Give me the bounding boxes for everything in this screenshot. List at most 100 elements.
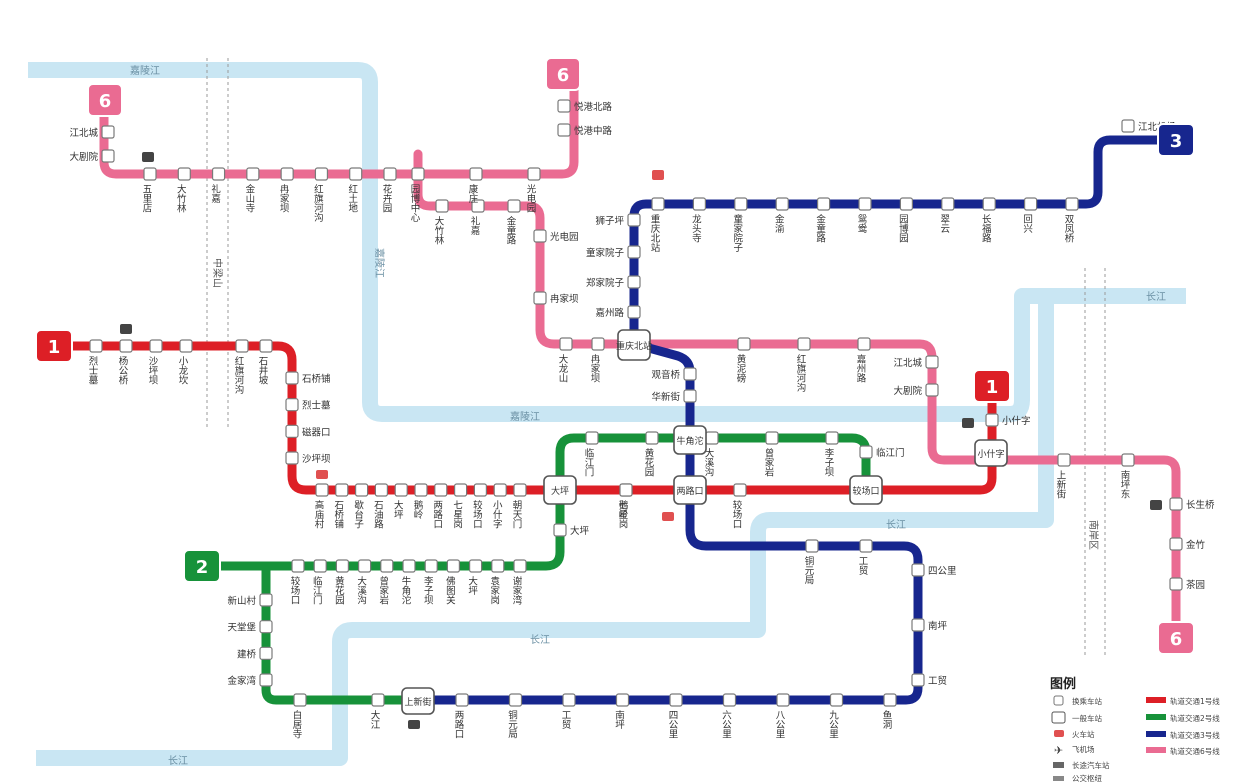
station-marker[interactable] [285,424,299,438]
station-marker[interactable] [355,483,369,497]
station-marker[interactable] [669,693,683,707]
station-marker[interactable] [414,483,428,497]
station-marker[interactable] [149,339,163,353]
station-marker[interactable] [692,197,707,211]
station-marker[interactable] [471,199,485,213]
station-marker[interactable] [358,559,372,573]
interchange-wangjiang[interactable]: 上新街 [401,687,435,715]
station-marker[interactable] [765,431,779,445]
station-marker[interactable] [1023,197,1038,211]
station-marker[interactable] [259,673,273,687]
station-marker[interactable] [446,559,460,573]
station-marker[interactable] [883,693,897,707]
station-marker[interactable] [557,123,571,137]
station-marker[interactable] [591,337,605,351]
interchange-niujiaotuo[interactable]: 牛角沱 [673,425,707,455]
station-marker[interactable] [508,693,523,707]
station-marker[interactable] [722,693,737,707]
station-marker[interactable] [899,197,914,211]
station-marker[interactable] [380,559,394,573]
station-marker[interactable] [645,431,659,445]
interchange-kuanhe[interactable]: 较场口 [849,475,883,505]
station-marker[interactable] [493,483,507,497]
station-marker[interactable] [507,199,521,213]
station-marker[interactable] [491,559,505,573]
station-marker[interactable] [527,167,541,181]
interchange-chongqing[interactable]: 重庆北站 [616,329,652,361]
station-marker[interactable] [280,167,294,181]
station-marker[interactable] [683,367,697,381]
station-marker[interactable] [627,213,641,227]
station-marker[interactable] [402,559,416,573]
station-marker[interactable] [859,445,873,459]
station-marker[interactable] [1057,453,1071,467]
station-marker[interactable] [335,483,349,497]
station-marker[interactable] [371,693,385,707]
station-marker[interactable] [533,229,547,243]
station-marker[interactable] [982,197,996,211]
station-marker[interactable] [293,693,307,707]
station-marker[interactable] [285,451,299,465]
station-marker[interactable] [259,620,273,634]
badge-line-6-west[interactable]: 6 [87,83,123,117]
station-marker[interactable] [177,167,191,181]
interchange-xiaoshizi[interactable]: 小什字 [974,439,1008,467]
station-marker[interactable] [627,305,641,319]
station-marker[interactable] [705,431,719,445]
station-marker[interactable] [797,337,811,351]
station-marker[interactable] [776,693,790,707]
station-marker[interactable] [1065,197,1079,211]
station-marker[interactable] [925,383,939,397]
station-marker[interactable] [315,483,329,497]
station-marker[interactable] [911,618,925,632]
station-marker[interactable] [1121,453,1135,467]
badge-line-2[interactable]: 2 [183,549,221,583]
station-marker[interactable] [829,693,844,707]
station-marker[interactable] [89,339,103,353]
station-marker[interactable] [1169,537,1183,551]
station-marker[interactable] [513,559,527,573]
station-marker[interactable] [285,371,299,385]
station-marker[interactable] [469,167,483,181]
station-marker[interactable] [349,167,363,181]
badge-line-1-west[interactable]: 1 [35,329,73,363]
station-marker[interactable] [424,559,438,573]
station-marker[interactable] [627,275,641,289]
station-marker[interactable] [562,693,576,707]
station-marker[interactable] [383,167,397,181]
station-marker[interactable] [454,483,468,497]
station-marker[interactable] [857,337,871,351]
station-marker[interactable] [259,593,273,607]
station-marker[interactable] [585,431,599,445]
station-marker[interactable] [101,125,115,139]
badge-line-6-south[interactable]: 6 [1157,621,1195,655]
station-marker[interactable] [101,149,115,163]
station-marker[interactable] [259,339,273,353]
station-marker[interactable] [775,197,789,211]
station-marker[interactable] [1121,119,1135,133]
station-marker[interactable] [314,167,329,181]
station-marker[interactable] [291,559,305,573]
station-marker[interactable] [179,339,193,353]
station-marker[interactable] [683,389,697,403]
station-marker[interactable] [615,693,630,707]
station-marker[interactable] [469,559,483,573]
station-marker[interactable] [513,483,527,497]
station-marker[interactable] [313,559,327,573]
station-marker[interactable] [435,199,449,213]
station-marker[interactable] [911,563,925,577]
station-marker[interactable] [455,693,469,707]
station-marker[interactable] [858,197,872,211]
badge-line-1-east[interactable]: 1 [973,369,1011,403]
station-marker[interactable] [434,483,448,497]
station-marker[interactable] [394,483,408,497]
station-marker[interactable] [119,339,133,353]
station-marker[interactable] [805,539,819,553]
station-marker[interactable] [246,167,260,181]
station-marker[interactable] [734,197,748,211]
station-marker[interactable] [285,398,299,412]
station-marker[interactable] [1169,497,1183,511]
station-marker[interactable] [533,291,547,305]
interchange-lianglukou[interactable]: 两路口 [673,475,707,505]
interchange-tiandiba[interactable]: 大坪 [543,475,577,505]
